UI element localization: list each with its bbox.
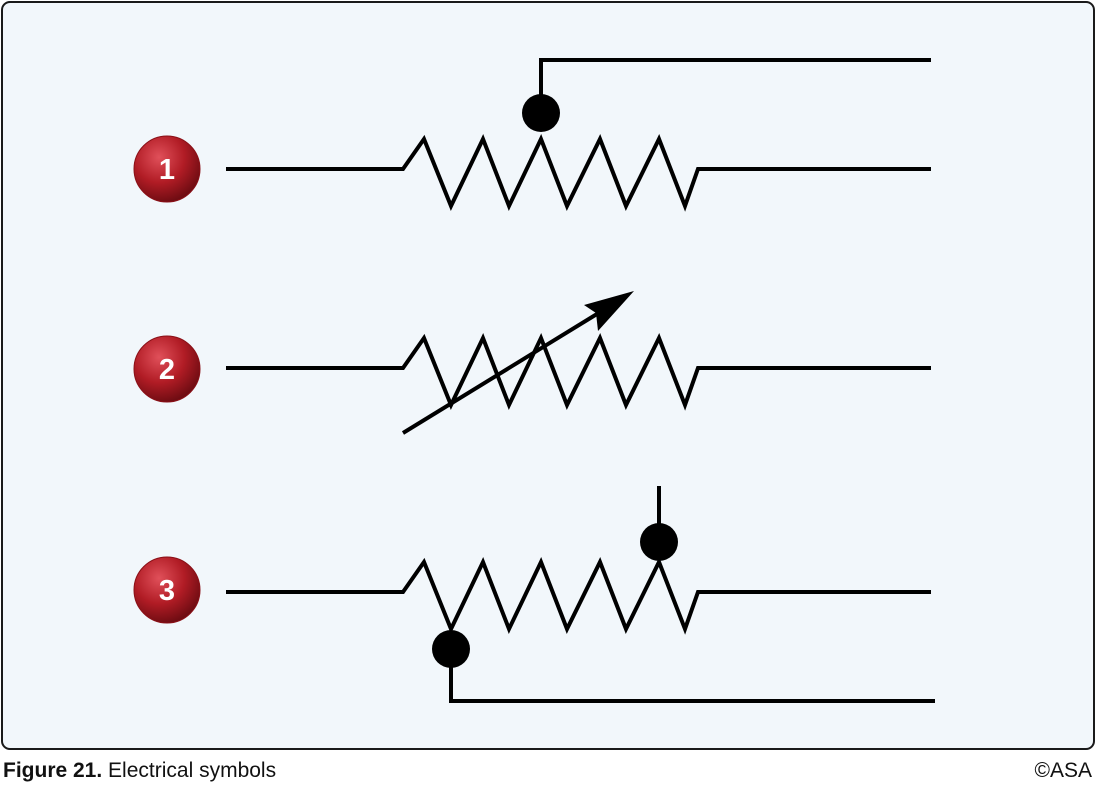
badge-label-2: 2	[159, 354, 175, 386]
resistor-3-zigzag	[226, 556, 931, 635]
tap-3-upper-contact	[640, 523, 678, 561]
symbol-1-potentiometer: 1	[133, 58, 931, 212]
symbol-3-tapped-resistor: 3	[133, 486, 935, 703]
wiper-1-contact	[522, 94, 560, 132]
figure-caption-text: Electrical symbols	[108, 759, 277, 782]
number-badge-2: 2	[133, 335, 201, 403]
number-badge-1: 1	[133, 135, 201, 203]
resistor-2-zigzag	[226, 332, 931, 411]
variable-arrow-shaft	[401, 304, 612, 435]
resistor-1-zigzag	[226, 133, 931, 212]
figure-caption: Figure 21. Electrical symbols	[3, 759, 276, 783]
tap-3-lower-lead	[449, 649, 935, 703]
symbol-2-variable-resistor: 2	[133, 291, 931, 435]
variable-arrow-head	[584, 291, 634, 331]
wiper-1-lead	[539, 58, 931, 113]
copyright-notice: ©ASA	[1034, 759, 1093, 782]
figure-label: Figure 21.	[3, 759, 103, 782]
tap-3-lower-contact	[432, 630, 470, 668]
badge-label-3: 3	[159, 575, 175, 607]
number-badge-3: 3	[133, 556, 201, 624]
electrical-symbols-diagram: 1 2 3	[133, 58, 935, 703]
badge-label-1: 1	[159, 154, 175, 186]
